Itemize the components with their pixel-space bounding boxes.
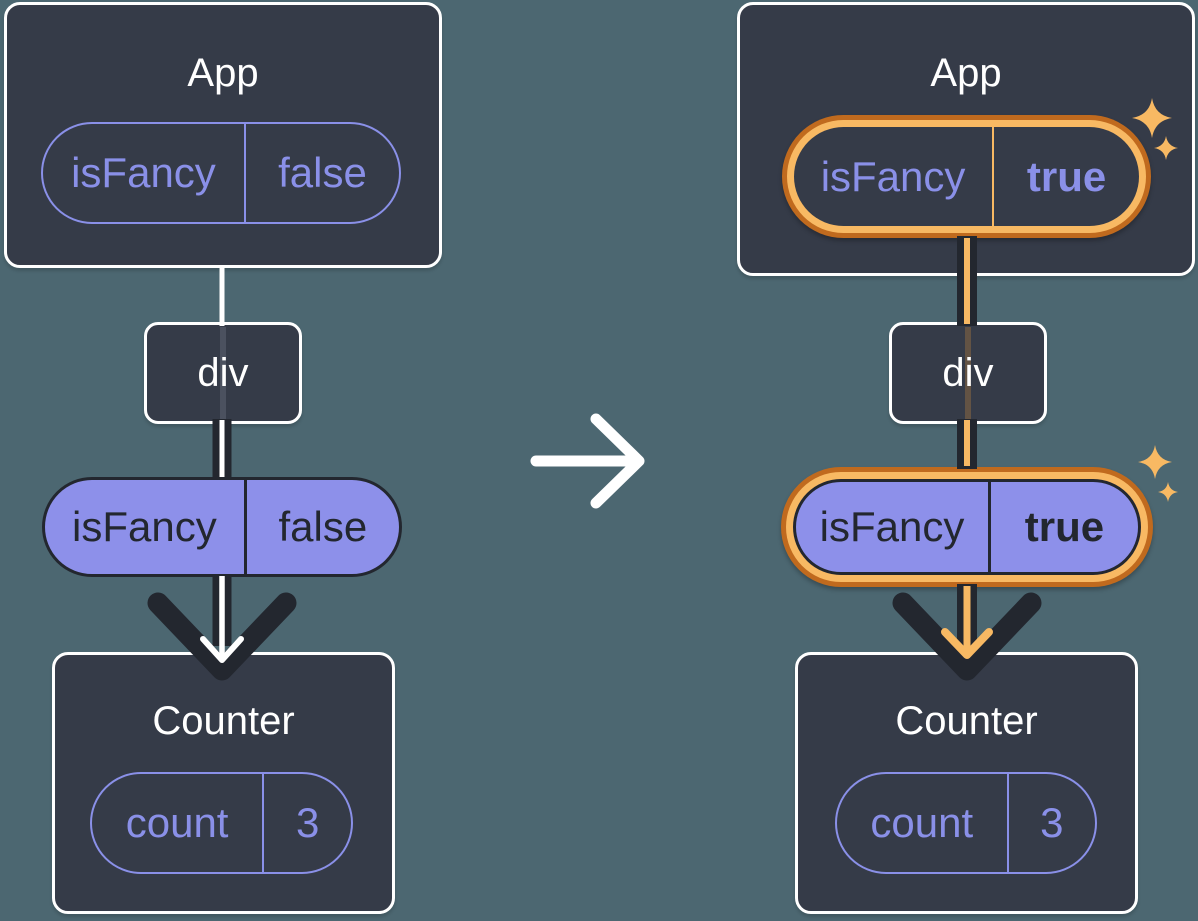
prop-value: true — [1024, 503, 1105, 550]
counter-component-box: Counter count 3 — [795, 652, 1138, 914]
state-name: count — [92, 774, 265, 872]
div-element-box: div — [144, 322, 302, 424]
state-pill: count 3 — [90, 772, 353, 874]
sparkle-icon — [1158, 482, 1178, 502]
state-name: count — [837, 774, 1009, 872]
state-value: 3 — [295, 799, 320, 846]
prop-pass-through-strip — [220, 327, 226, 419]
app-title: App — [930, 51, 1002, 95]
highlight-ring: isFancy true — [781, 467, 1153, 587]
app-component-box: App isFancy true — [737, 2, 1195, 276]
counter-title: Counter — [895, 699, 1038, 743]
passed-prop-pill: isFancy false — [42, 477, 402, 577]
transition-arrow-head — [590, 413, 645, 509]
prop-flow-stem — [212, 419, 232, 479]
prop-pill: isFancy false — [41, 122, 401, 224]
sparkle-icon — [1138, 445, 1172, 479]
highlight-ring-inner: isFancy true — [786, 472, 1148, 582]
prop-name: isFancy — [794, 127, 995, 226]
highlight-ring-inner: isFancy true — [787, 120, 1146, 233]
state-pill: count 3 — [835, 772, 1097, 874]
highlight-ring: isFancy true — [782, 115, 1151, 238]
app-title: App — [187, 51, 259, 95]
passed-prop-pill: isFancy true — [793, 479, 1141, 575]
prop-flow-stem — [957, 584, 977, 646]
prop-name: isFancy — [43, 124, 246, 222]
counter-title: Counter — [152, 699, 295, 743]
div-label: div — [942, 350, 994, 395]
state-value: 3 — [1040, 799, 1064, 846]
prop-flow-stem — [957, 419, 977, 469]
prop-value: false — [278, 503, 368, 550]
prop-flow-stem — [212, 574, 232, 646]
counter-component-box: Counter count 3 — [52, 652, 395, 914]
prop-value: false — [278, 149, 367, 196]
prop-pass-through-strip — [965, 327, 971, 419]
transition-arrow-icon — [530, 413, 645, 509]
div-element-box: div — [889, 322, 1047, 424]
prop-value: true — [1026, 152, 1107, 200]
div-label: div — [197, 350, 249, 395]
prop-pill: isFancy true — [794, 127, 1139, 226]
prop-name: isFancy — [796, 482, 991, 572]
app-component-box: App isFancy false — [4, 2, 442, 268]
prop-name: isFancy — [45, 480, 247, 574]
